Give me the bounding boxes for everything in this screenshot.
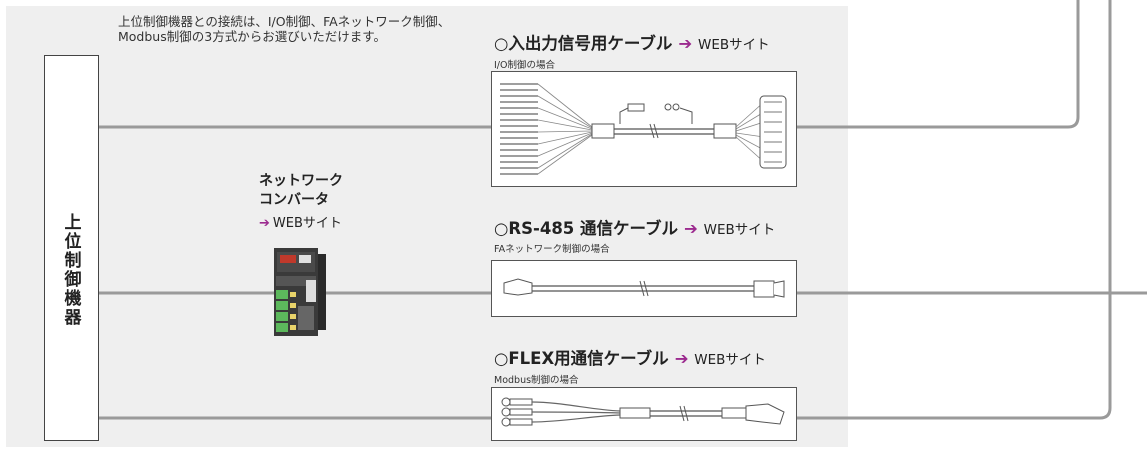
cable-io-image-box — [491, 71, 797, 187]
cable-rs485-web-link[interactable]: WEBサイト — [703, 222, 776, 238]
host-char: 御 — [64, 270, 82, 290]
intro-text: 上位制御機器との接続は、I/O制御、FAネットワーク制御、 Modbus制御の3… — [118, 14, 450, 44]
arrow-icon: ➔ — [259, 216, 270, 231]
arrow-icon: ➔ — [678, 34, 693, 53]
arrow-icon: ➔ — [684, 219, 698, 238]
arrow-icon: ➔ — [674, 349, 689, 368]
flex-cable-image — [501, 397, 785, 427]
cable-rs485-subtitle: FAネットワーク制御の場合 — [494, 244, 610, 255]
cable-io-title: ○入出力信号用ケーブル ➔ WEBサイト — [494, 30, 770, 54]
host-char: 位 — [64, 232, 82, 252]
cable-flex-image-box — [491, 387, 797, 441]
cable-io-web-link[interactable]: WEBサイト — [698, 37, 770, 53]
intro-line: 上位制御機器との接続は、I/O制御、FAネットワーク制御、 — [118, 14, 451, 29]
converter-web-link[interactable]: ➔WEBサイト — [259, 212, 342, 231]
cable-title-text: ○RS-485 通信ケーブル — [494, 219, 679, 238]
host-controller-box — [44, 55, 99, 441]
cable-rs485-image-box — [491, 260, 797, 317]
cable-rs485-title: ○RS-485 通信ケーブル ➔ WEBサイト — [494, 215, 775, 239]
converter-title: ネットワーク コンバータ — [259, 172, 343, 210]
cable-flex-title: ○FLEX用通信ケーブル ➔ WEBサイト — [494, 345, 766, 369]
link-label: WEBサイト — [272, 216, 342, 231]
io-cable-image — [500, 83, 787, 175]
line-flex — [99, 0, 1112, 420]
line-io — [99, 0, 1080, 129]
host-char: 制 — [64, 251, 82, 271]
cable-flex-subtitle: Modbus制御の場合 — [494, 375, 579, 386]
cable-title-text: ○FLEX用通信ケーブル — [494, 349, 669, 368]
converter-title-line: コンバータ — [259, 192, 329, 208]
intro-line: Modbus制御の3方式からお選びいただけます。 — [118, 29, 386, 44]
cable-io-subtitle: I/O制御の場合 — [494, 60, 555, 71]
converter-title-line: ネットワーク — [259, 173, 343, 189]
network-converter-image — [274, 248, 326, 336]
cable-flex-web-link[interactable]: WEBサイト — [694, 352, 766, 368]
host-char: 器 — [64, 308, 82, 328]
rs485-cable-image — [503, 278, 785, 298]
host-char: 機 — [64, 289, 82, 309]
host-controller-label: 上 位 制 御 機 器 — [62, 214, 84, 328]
host-char: 上 — [64, 213, 82, 233]
cable-title-text: ○入出力信号用ケーブル — [494, 34, 673, 53]
